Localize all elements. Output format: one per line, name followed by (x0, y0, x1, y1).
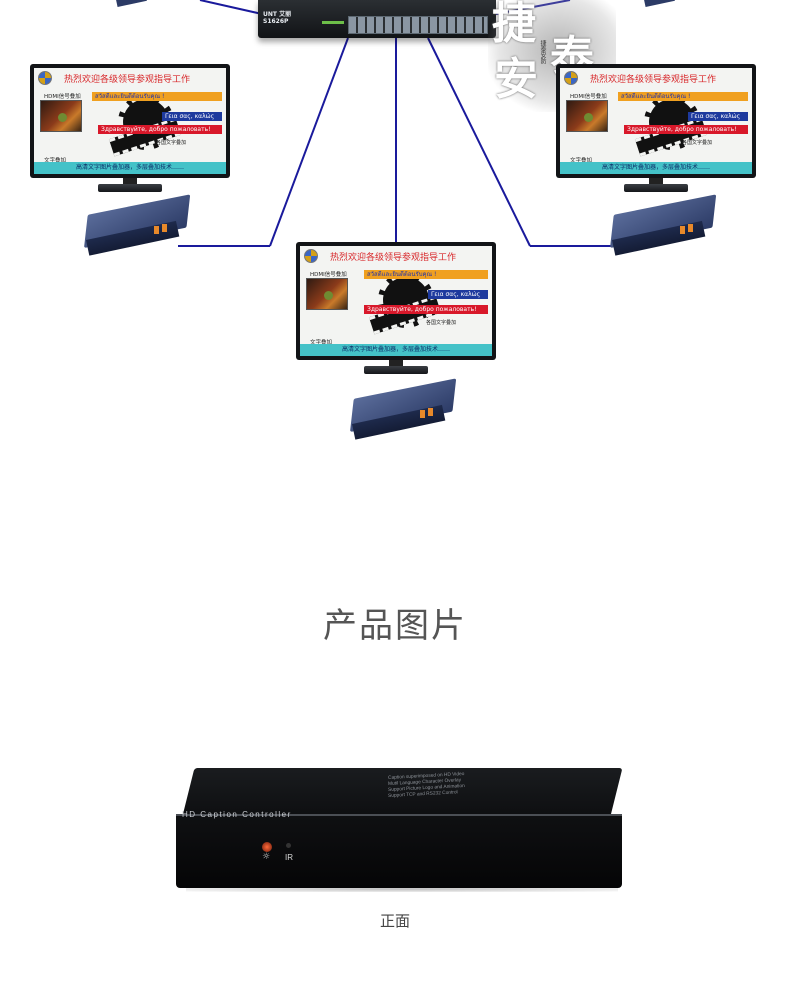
monitor-neck (649, 178, 663, 184)
greek-caption-bar: Γεια σας, καλώς (162, 112, 222, 121)
switch-ports (348, 16, 488, 34)
russian-caption-bar: Здравствуйте, добро пожаловать! (364, 305, 488, 314)
monitor-stand (98, 184, 162, 192)
box-button-icon (162, 224, 167, 232)
wire-to-right-box (427, 37, 531, 247)
screen-footer-bar: 高清文字图片叠加器，多层叠加技术…… (34, 162, 226, 174)
monitor-screen: 热烈欢迎各级领导参观指导工作 HDMI信号叠加 สวัสดีและยินดีต้… (560, 68, 752, 174)
screen-footer-bar: 高清文字图片叠加器，多层叠加技术…… (560, 162, 752, 174)
monitor-stand (624, 184, 688, 192)
power-led-icon (262, 842, 272, 852)
monitor-bezel: 热烈欢迎各级领导参观指导工作 HDMI信号叠加 สวัสดีและยินดีต้… (556, 64, 756, 178)
hdmi-overlay-label: HDMI信号叠加 (310, 272, 347, 278)
monitor-right: 热烈欢迎各级领导参观指导工作 HDMI信号叠加 สวัสดีและยินดีต้… (556, 64, 756, 194)
video-thumbnail (306, 278, 348, 310)
russian-caption-bar: Здравствуйте, добро пожаловать! (624, 125, 748, 134)
product-front-panel (176, 816, 622, 888)
network-switch: UNT 艾丽 S1626P (258, 0, 496, 38)
logo-badge-icon (38, 71, 52, 85)
monitor-screen: 热烈欢迎各级领导参观指导工作 HDMI信号叠加 สวัสดีและยินดีต้… (34, 68, 226, 174)
play-icon (324, 291, 333, 300)
thai-caption-bar: สวัสดีและยินดีต้อนรับคุณ ! (618, 92, 748, 101)
switch-model-line: S1626P (263, 18, 289, 25)
monitor-screen: 热烈欢迎各级领导参观指导工作 HDMI信号叠加 สวัสดีและยินดีต้… (300, 246, 492, 356)
box-button-icon (688, 224, 693, 232)
screen-title: 热烈欢迎各级领导参观指导工作 (64, 75, 191, 85)
monitor-neck (123, 178, 137, 184)
monitor-stand (364, 366, 428, 374)
watermark-char: 安 (494, 54, 538, 105)
film-reel-icon (108, 90, 182, 158)
monitor-bezel: 热烈欢迎各级领导参观指导工作 HDMI信号叠加 สวัสดีและยินดีต้… (296, 242, 496, 360)
caption-controller-box-left (84, 194, 191, 262)
product-spec-lines: Caption superimposed on HD Video Mutil L… (388, 771, 578, 799)
monitor-bezel: 热烈欢迎各级领导参观指导工作 HDMI信号叠加 สวัสดีและยินดีต้… (30, 64, 230, 178)
monitor-center: 热烈欢迎各级领导参观指导工作 HDMI信号叠加 สวัสดีและยินดีต้… (296, 242, 496, 376)
product-brand-text: HD Caption Controller (182, 810, 292, 819)
multi-language-label: 各国文字叠加 (156, 140, 187, 146)
text-overlay-label: 文字叠加 (44, 158, 67, 164)
watermark-char: 捷 (492, 0, 536, 49)
screen-title: 热烈欢迎各级领导参观指导工作 (330, 253, 457, 263)
caption-controller-box-right (610, 194, 717, 262)
hdmi-overlay-label: HDMI信号叠加 (570, 94, 607, 100)
monitor-left: 热烈欢迎各级领导参观指导工作 HDMI信号叠加 สวัสดีและยินดีต้… (30, 64, 230, 194)
box-button-icon (154, 226, 159, 234)
product-edge (176, 814, 622, 817)
product-shadow (186, 886, 618, 892)
screen-footer-bar: 高清文字图片叠加器，多层叠加技术…… (300, 344, 492, 356)
greek-caption-bar: Γεια σας, καλώς (688, 112, 748, 121)
wire-top-left (199, 0, 263, 15)
multi-language-label: 各国文字叠加 (426, 320, 457, 326)
text-overlay-label: 文字叠加 (310, 340, 333, 346)
logo-badge-icon (564, 71, 578, 85)
thai-caption-bar: สวัสดีและยินดีต้อนรับคุณ ! (364, 270, 488, 279)
switch-brand-label: UNT 艾丽 S1626P (263, 11, 291, 25)
play-icon (58, 113, 67, 122)
greek-caption-bar: Γεια σας, καλώς (428, 290, 488, 299)
russian-caption-bar: Здравствуйте, добро пожаловать! (98, 125, 222, 134)
multi-language-label: 各国文字叠加 (682, 140, 713, 146)
hdmi-overlay-label: HDMI信号叠加 (44, 94, 81, 100)
switch-brand-line: UNT 艾丽 (263, 11, 292, 18)
switch-status-led (322, 21, 344, 24)
video-thumbnail (40, 100, 82, 132)
thai-caption-bar: สวัสดีและยินดีต้อนรับคุณ ! (92, 92, 222, 101)
product-front-photo: Caption superimposed on HD Video Mutil L… (170, 768, 623, 892)
section-title: 产品图片 (323, 606, 467, 646)
screen-title: 热烈欢迎各级领导参观指导工作 (590, 75, 717, 85)
front-view-caption: 正面 (379, 912, 410, 930)
box-button-icon (680, 226, 685, 234)
monitor-neck (389, 360, 403, 366)
box-button-icon (420, 410, 425, 418)
caption-controller-box-center (350, 378, 457, 446)
logo-badge-icon (304, 249, 318, 263)
watermark-vertical-text: 捷泰安防 (539, 40, 546, 64)
box-button-icon (428, 408, 433, 416)
ir-label: IR (285, 853, 293, 862)
ir-sensor-icon (286, 843, 291, 848)
text-overlay-label: 文字叠加 (570, 158, 593, 164)
play-icon (584, 113, 593, 122)
video-thumbnail (566, 100, 608, 132)
power-sun-icon: ☼ (262, 852, 271, 862)
wire-to-left-box (269, 37, 349, 247)
